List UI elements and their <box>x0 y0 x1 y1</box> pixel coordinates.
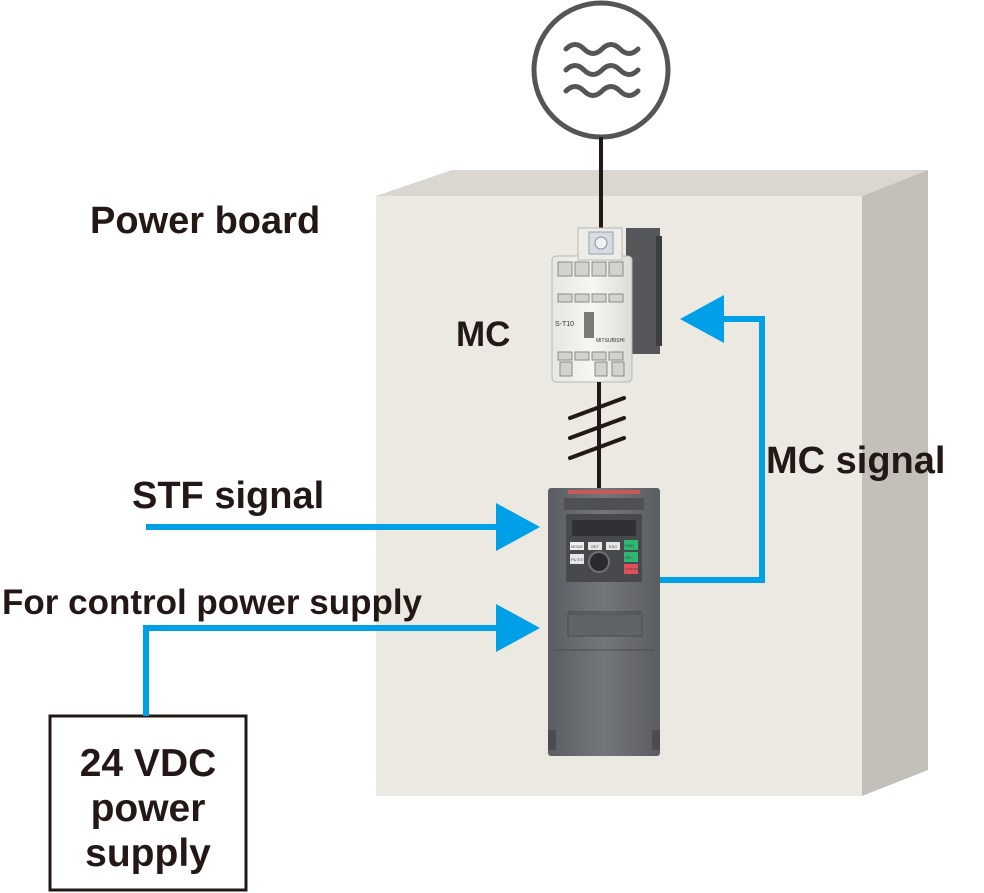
mc-signal-label: MC signal <box>766 440 945 482</box>
contactor-model: S-T10 <box>555 321 574 328</box>
mc-signal-arrow <box>660 295 765 583</box>
cabinet-side <box>862 170 928 796</box>
supply-box-line-1: 24 VDC <box>80 742 217 785</box>
setting-dial <box>588 551 610 573</box>
key-set: SET <box>591 544 599 549</box>
ac-source-icon <box>531 0 671 140</box>
cabinet-top <box>376 170 928 196</box>
contactor-brand: MITSUBISHI <box>596 338 625 344</box>
magnetic-contactor: S-T10 MITSUBISHI <box>551 227 662 383</box>
key-mode: MODE <box>571 544 583 549</box>
stf-signal-arrow <box>146 503 540 551</box>
control-power-label: For control power supply <box>2 583 423 622</box>
supply-box-line-2: power <box>91 787 206 830</box>
three-phase-slash-icon <box>568 396 626 460</box>
control-power-arrow <box>143 604 540 716</box>
key-pu-ext: PU EXT <box>571 557 586 562</box>
key-fwd: FWD <box>625 543 634 548</box>
power-supply-box: 24 VDC power supply <box>48 714 248 892</box>
supply-box-line-3: supply <box>85 832 211 875</box>
mc-label: MC <box>456 315 510 354</box>
inverter: MODE SET ESC FWD PU EXT REV STOP RESET <box>548 488 660 756</box>
key-esc: ESC <box>609 544 617 549</box>
power-board-label: Power board <box>90 200 320 242</box>
key-stop-reset: STOP RESET <box>625 567 644 571</box>
key-rev: REV <box>625 555 634 560</box>
stf-signal-label: STF signal <box>132 475 324 517</box>
